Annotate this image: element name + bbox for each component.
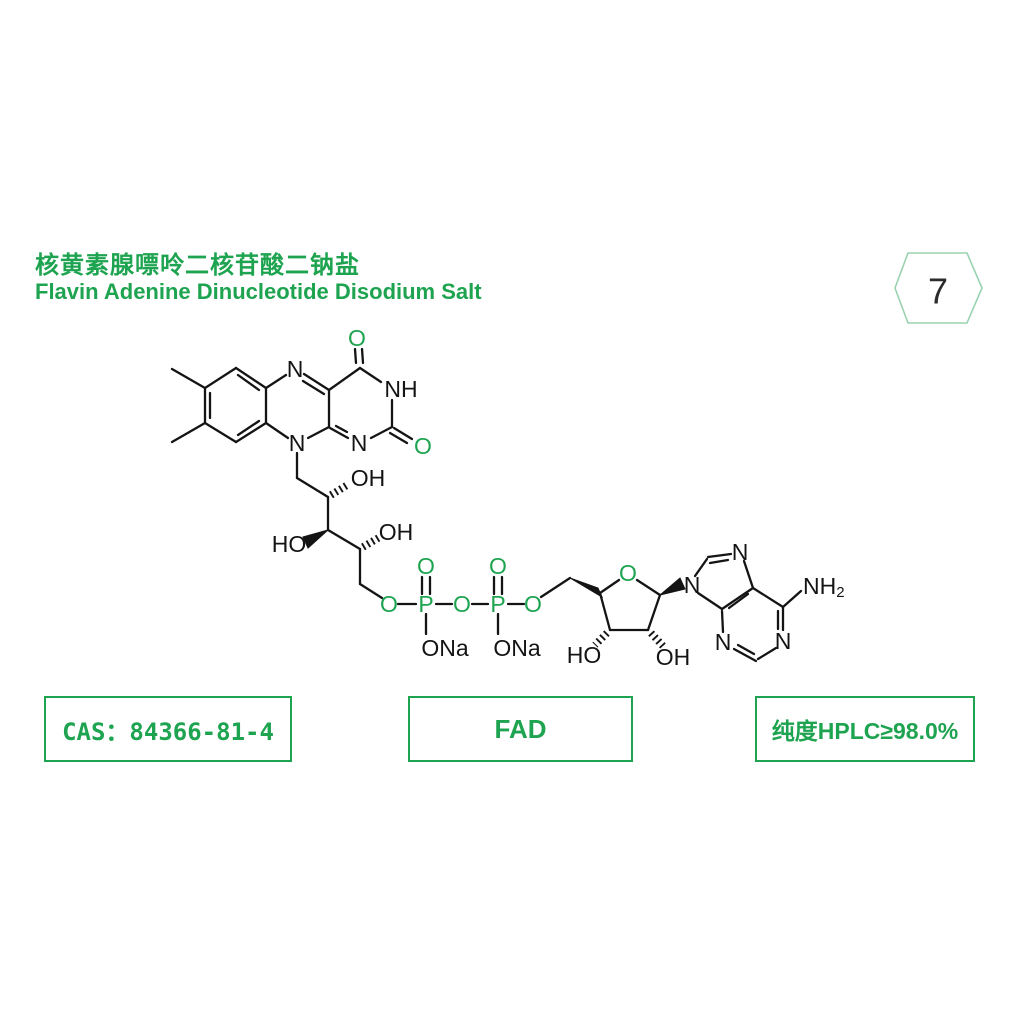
badge-number: 7 xyxy=(928,271,948,312)
atom-label-O: O xyxy=(489,553,507,579)
atom-label-O: O xyxy=(380,591,398,617)
atom-label-HO: HO xyxy=(567,642,602,668)
purity-box: 纯度HPLC≥98.0% xyxy=(755,696,975,762)
atom-label-O: O xyxy=(348,325,366,351)
atom-label-N: N xyxy=(351,430,368,456)
product-title-english: Flavin Adenine Dinucleotide Disodium Sal… xyxy=(35,279,482,304)
atom-label-N: N xyxy=(732,539,749,565)
atom-label-N: N xyxy=(684,572,701,598)
product-title-chinese: 核黄素腺嘌呤二核苷酸二钠盐 xyxy=(35,252,360,279)
atom-label-N: N xyxy=(715,629,732,655)
badge-hexagon-icon xyxy=(894,252,983,324)
atom-label-NH: NH2 xyxy=(803,573,845,601)
abbreviation-box: FAD xyxy=(408,696,633,762)
cas-number: CAS：84366-81-4 xyxy=(62,717,274,746)
atom-label-HO: HO xyxy=(272,531,307,557)
atom-label-ONa: ONa xyxy=(493,635,541,661)
atom-label-ONa: ONa xyxy=(421,635,469,661)
bond-lines xyxy=(170,347,803,663)
index-badge: 7 xyxy=(894,252,983,324)
atom-label-P: P xyxy=(418,591,433,617)
atom-label-O: O xyxy=(453,591,471,617)
atom-label-OH: OH xyxy=(656,644,691,670)
purity-value: 纯度HPLC≥98.0% xyxy=(771,718,959,744)
atom-label-O: O xyxy=(414,433,432,459)
cas-number-box: CAS：84366-81-4 xyxy=(44,696,292,762)
atom-label-OH: OH xyxy=(351,465,386,491)
atom-label-O: O xyxy=(524,591,542,617)
atom-label-OH: OH xyxy=(379,519,414,545)
atom-label-N: N xyxy=(289,430,306,456)
atom-label-P: P xyxy=(490,591,505,617)
atom-label-N: N xyxy=(775,628,792,654)
atom-label-O: O xyxy=(417,553,435,579)
abbreviation: FAD xyxy=(494,713,547,744)
atom-label-O: O xyxy=(619,560,637,586)
atom-label-NH: NH xyxy=(384,376,417,402)
atom-label-N: N xyxy=(287,356,304,382)
